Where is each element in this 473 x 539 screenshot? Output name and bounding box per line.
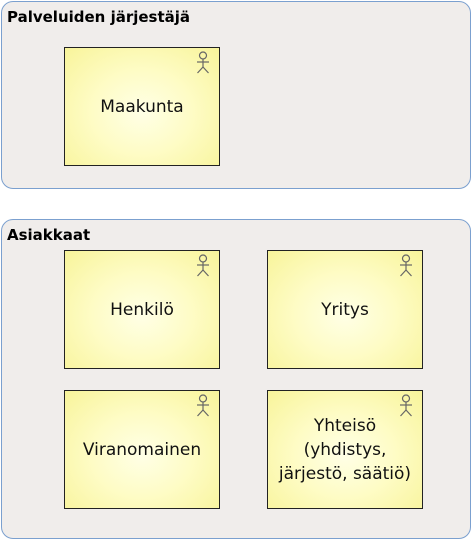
- actor-icon: [400, 394, 412, 417]
- group-title: Palveluiden järjestäjä: [7, 8, 191, 26]
- actor-icon: [197, 254, 209, 277]
- actor-box-henkilo[interactable]: Henkilö: [64, 250, 220, 369]
- actor-icon: [400, 254, 412, 277]
- actor-label: Yhteisö (yhdistys, järjestö, säätiö): [278, 415, 412, 484]
- actor-icon: [197, 51, 209, 74]
- actor-box-yritys[interactable]: Yritys: [267, 250, 423, 369]
- actor-label: Maakunta: [100, 96, 184, 117]
- actor-box-viranomainen[interactable]: Viranomainen: [64, 390, 220, 509]
- actor-icon: [197, 394, 209, 417]
- actor-label: Yritys: [321, 299, 369, 320]
- actor-label: Henkilö: [110, 299, 174, 320]
- actor-box-yhteiso[interactable]: Yhteisö (yhdistys, järjestö, säätiö): [267, 390, 423, 509]
- group-title: Asiakkaat: [7, 226, 91, 244]
- actor-label: Viranomainen: [82, 439, 202, 460]
- actor-box-maakunta[interactable]: Maakunta: [64, 47, 220, 166]
